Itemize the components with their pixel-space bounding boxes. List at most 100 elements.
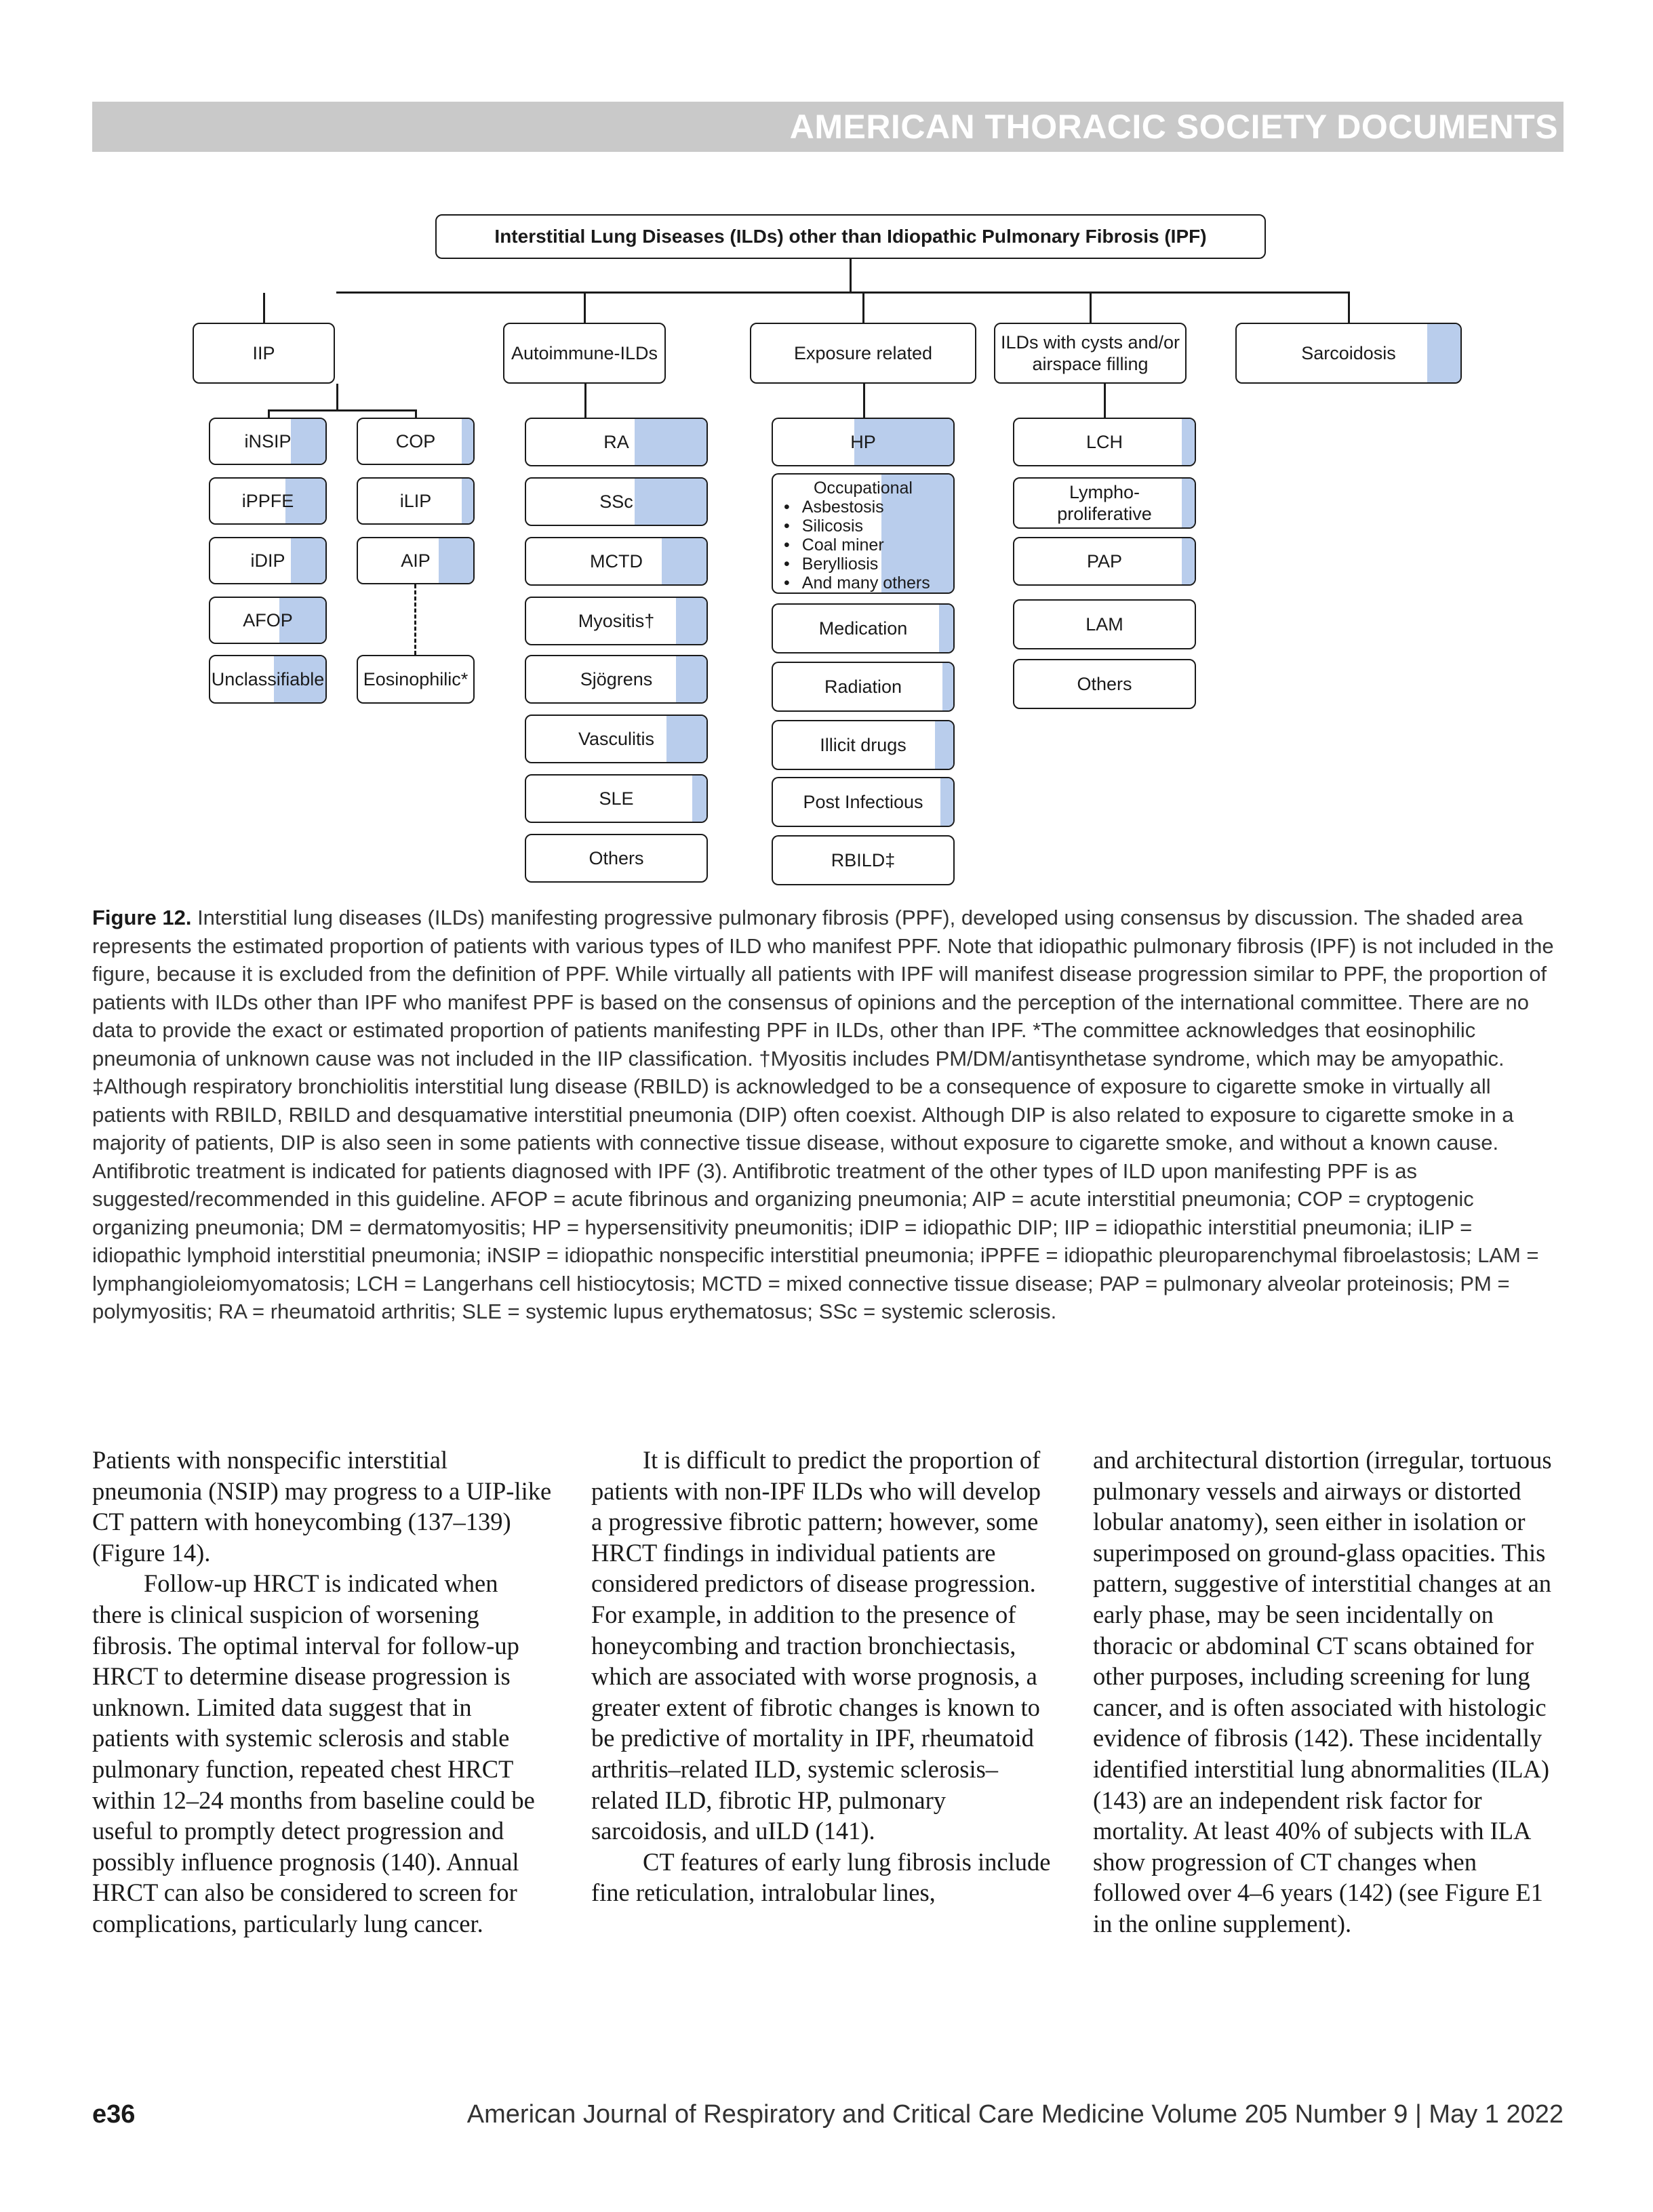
box-label: SSc: [599, 491, 633, 512]
iip-box-cop: COP: [357, 418, 475, 465]
cysts-box-others: Others: [1013, 659, 1196, 709]
ppf-proportion-shade: [285, 479, 325, 523]
ppf-proportion-shade: [675, 656, 706, 702]
ppf-proportion-shade: [273, 656, 325, 702]
box-label: Autoimmune-ILDs: [511, 343, 658, 363]
occupational-list: AsbestosisSilicosisCoal minerBerylliosis…: [773, 498, 953, 592]
occupational-item: Coal miner: [784, 536, 953, 555]
box-label: iDIP: [250, 550, 285, 571]
figure-caption-text: Interstitial lung diseases (ILDs) manife…: [92, 906, 1554, 1323]
box-label: iPPFE: [241, 491, 294, 511]
ppf-proportion-shade: [940, 778, 953, 826]
cysts-box-pap: PAP: [1013, 537, 1196, 586]
box-label: Radiation: [824, 677, 902, 697]
box-label: SLE: [599, 788, 634, 809]
iip-box-ippfe: iPPFE: [209, 477, 327, 525]
box-label: Unclassifiable: [211, 669, 325, 689]
ppf-proportion-shade: [1182, 479, 1195, 527]
exposure-box-hp: HP: [772, 418, 955, 466]
cysts-box-lch: LCH: [1013, 418, 1196, 466]
connector-line: [336, 384, 338, 411]
body-column-2: It is difficult to predict the proportio…: [591, 1445, 1051, 1908]
exposure-box-occupational: OccupationalAsbestosisSilicosisCoal mine…: [772, 473, 955, 594]
exposure-box-radiation: Radiation: [772, 662, 955, 712]
exposure-box-rbild: RBILD‡: [772, 835, 955, 885]
connector-line: [336, 291, 1350, 294]
iip-box-aip: AIP: [357, 537, 475, 584]
box-label: Others: [589, 848, 644, 868]
category-iip: IIP: [193, 323, 335, 384]
category-sarcoidosis: Sarcoidosis: [1235, 323, 1462, 384]
occupational-item: And many others: [784, 574, 953, 592]
connector-line: [584, 384, 586, 418]
autoimmune-box-sj-grens: Sjögrens: [525, 655, 708, 704]
ppf-proportion-shade: [935, 721, 953, 769]
ppf-proportion-shade: [462, 419, 473, 464]
category-ilds-with-cysts-and-or-airspace-filling: ILDs with cysts and/or airspace filling: [994, 323, 1187, 384]
box-label: iLIP: [399, 491, 432, 511]
running-head-bar: AMERICAN THORACIC SOCIETY DOCUMENTS: [92, 102, 1564, 152]
ppf-proportion-shade: [439, 538, 473, 583]
exposure-box-post-infectious: Post Infectious: [772, 777, 955, 827]
ppf-proportion-shade: [661, 538, 706, 584]
iip-box-eosinophilic: Eosinophilic*: [357, 655, 475, 704]
box-label: LCH: [1086, 432, 1123, 452]
connector-line: [1090, 293, 1092, 323]
ppf-proportion-shade: [675, 598, 706, 644]
occupational-item: Berylliosis: [784, 555, 953, 574]
running-head: AMERICAN THORACIC SOCIETY DOCUMENTS: [789, 108, 1558, 146]
autoimmune-box-myositis: Myositis†: [525, 597, 708, 645]
ppf-proportion-shade: [1182, 538, 1195, 584]
connector-line: [863, 384, 865, 418]
iip-box-idip: iDIP: [209, 537, 327, 584]
ppf-proportion-shade: [291, 419, 325, 464]
box-label: RBILD‡: [831, 850, 896, 870]
ppf-proportion-shade: [692, 776, 706, 822]
box-label: Vasculitis: [578, 729, 655, 749]
root-box: Interstitial Lung Diseases (ILDs) other …: [435, 214, 1266, 259]
occupational-title: Occupational: [814, 479, 913, 498]
journal-citation: American Journal of Respiratory and Crit…: [466, 2100, 1564, 2129]
box-label: Interstitial Lung Diseases (ILDs) other …: [494, 226, 1207, 247]
box-label: Myositis†: [578, 611, 655, 631]
autoimmune-box-others: Others: [525, 834, 708, 883]
autoimmune-box-ra: RA: [525, 418, 708, 466]
box-label: Lympho- proliferative: [1057, 482, 1152, 524]
cysts-box-lympho-proliferative: Lympho- proliferative: [1013, 477, 1196, 529]
ild-classification-diagram: Interstitial Lung Diseases (ILDs) other …: [0, 0, 1653, 908]
ppf-proportion-shade: [291, 538, 325, 583]
box-label: AIP: [401, 550, 431, 571]
ppf-proportion-shade: [666, 716, 706, 762]
box-label: HP: [850, 432, 876, 452]
iip-box-ilip: iLIP: [357, 477, 475, 525]
body-paragraph: Patients with nonspecific interstitial p…: [92, 1446, 552, 1567]
ppf-proportion-shade: [634, 479, 706, 525]
box-label: Post Infectious: [803, 792, 923, 812]
connector-line: [268, 409, 416, 411]
box-label: Sarcoidosis: [1301, 343, 1396, 363]
connector-line: [268, 409, 270, 418]
box-label: Exposure related: [793, 343, 933, 363]
ppf-proportion-shade: [854, 419, 953, 465]
connector-line: [263, 293, 265, 323]
connector-line: [415, 409, 417, 418]
ppf-proportion-shade: [1182, 419, 1195, 465]
occupational-item: Asbestosis: [784, 498, 953, 517]
autoimmune-box-vasculitis: Vasculitis: [525, 715, 708, 763]
body-paragraph: Follow-up HRCT is indicated when there i…: [92, 1569, 535, 1937]
ppf-proportion-shade: [462, 479, 473, 523]
exposure-box-medication: Medication: [772, 603, 955, 653]
figure-caption: Figure 12. Interstitial lung diseases (I…: [92, 904, 1564, 1326]
box-label: IIP: [252, 343, 275, 363]
autoimmune-box-sle: SLE: [525, 774, 708, 823]
iip-box-unclassifiable: Unclassifiable: [209, 655, 327, 704]
category-autoimmune-ilds: Autoimmune-ILDs: [503, 323, 666, 384]
category-exposure-related: Exposure related: [750, 323, 976, 384]
box-label: COP: [395, 431, 436, 451]
cysts-box-lam: LAM: [1013, 599, 1196, 649]
box-label: RA: [603, 432, 629, 452]
dashed-connector: [414, 584, 416, 655]
body-column-3: and architectural distortion (irregular,…: [1093, 1445, 1553, 1939]
ppf-proportion-shade: [634, 419, 706, 465]
box-label: Illicit drugs: [820, 735, 907, 755]
